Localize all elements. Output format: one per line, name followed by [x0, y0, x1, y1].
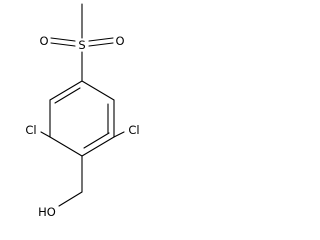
bond-sulfur-o-left-1 — [50, 37, 76, 42]
ring-bond-bottom-right — [81, 136, 115, 157]
bond-sulfur-o-right-2 — [88, 42, 114, 47]
ring-bond-bottom-right-inner — [83, 132, 110, 149]
oxygen-label-right: O — [115, 34, 124, 48]
ring-bond-top-left — [49, 80, 83, 101]
bond-sulfur-o-right-1 — [88, 37, 114, 42]
ring-bond-top-right — [81, 80, 115, 101]
chlorine-label-left: Cl — [25, 123, 36, 137]
sulfur-label: S — [78, 38, 85, 52]
structure-diagram: O O S Cl Cl HO — [25, 3, 140, 219]
hydroxyl-label: HO — [38, 205, 56, 219]
bond-sulfur-o-left-2 — [50, 42, 76, 47]
ring-bond-bottom-left — [49, 136, 83, 157]
bond-ch2-oh — [58, 191, 83, 207]
oxygen-label-left: O — [39, 34, 48, 48]
bond-ring-cl-left — [40, 131, 51, 138]
bond-ring-cl-right — [113, 131, 125, 138]
ring-bond-top-left-inner — [54, 87, 81, 104]
chlorine-label-right: Cl — [128, 123, 139, 137]
